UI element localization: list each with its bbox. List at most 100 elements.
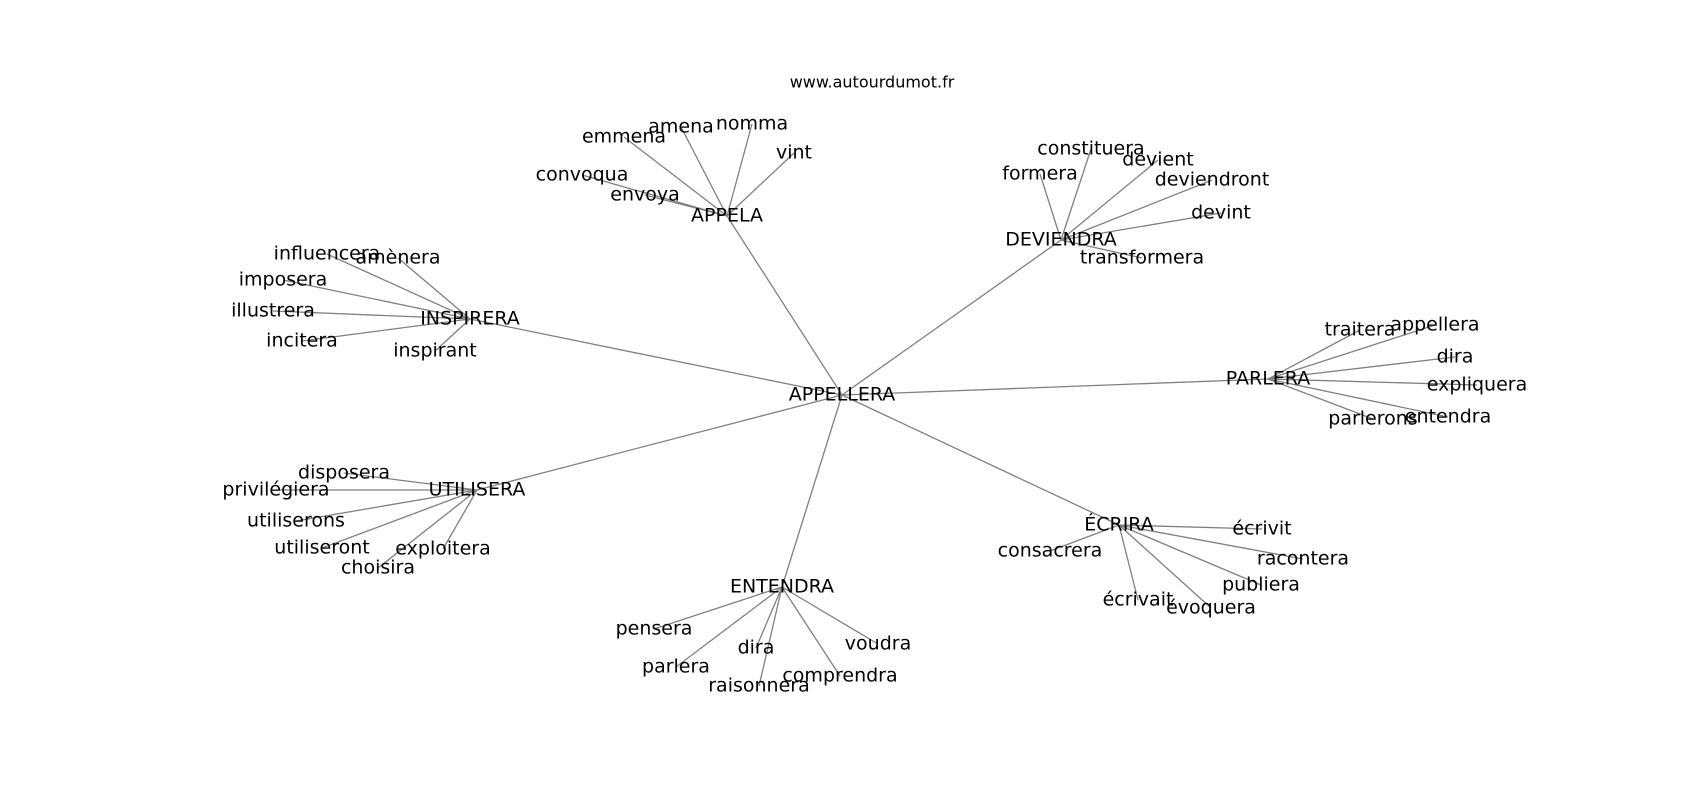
edge-appellera-inspirera bbox=[469, 318, 843, 396]
node-illustrera[interactable]: illustrera bbox=[231, 300, 315, 322]
node-consacrera[interactable]: consacrera bbox=[998, 540, 1103, 562]
node-pensera[interactable]: pensera bbox=[616, 618, 693, 640]
edge-utilisera-exploitera bbox=[442, 489, 478, 550]
node-evoquera[interactable]: évoquera bbox=[1166, 597, 1256, 619]
node-publiera[interactable]: publiera bbox=[1222, 574, 1300, 596]
node-imposera[interactable]: imposera bbox=[239, 269, 328, 291]
edge-parlera-hub-parlerons bbox=[1267, 378, 1374, 420]
node-convoqua[interactable]: convoqua bbox=[536, 164, 629, 186]
node-ecrivit[interactable]: écrivit bbox=[1232, 518, 1291, 540]
edge-deviendra-formera bbox=[1039, 173, 1062, 241]
node-ecrivait[interactable]: écrivait bbox=[1103, 589, 1174, 611]
node-disposera[interactable]: disposera bbox=[298, 462, 390, 484]
node-dira-parlera[interactable]: dira bbox=[1437, 346, 1474, 368]
node-expliquera[interactable]: expliquera bbox=[1427, 374, 1527, 396]
node-choisira[interactable]: choisira bbox=[341, 557, 415, 579]
node-appellera-leaf[interactable]: appellera bbox=[1390, 314, 1479, 336]
edge-appela-emmena bbox=[623, 136, 728, 217]
edge-appela-envoya bbox=[644, 194, 728, 217]
source-url[interactable]: www.autourdumot.fr bbox=[790, 73, 955, 92]
node-deviendra[interactable]: DEVIENDRA bbox=[1005, 229, 1117, 251]
edge-appellera-utilisera bbox=[476, 394, 843, 491]
edge-ecrira-consacrera bbox=[1049, 524, 1120, 552]
edge-inspirera-influencera bbox=[326, 253, 471, 320]
edge-parlera-hub-traitera bbox=[1267, 329, 1361, 380]
node-parlera-hub[interactable]: PARLERA bbox=[1226, 368, 1310, 390]
edge-ecrira-evoquera bbox=[1118, 524, 1212, 609]
node-parlerons[interactable]: parlerons bbox=[1328, 408, 1417, 430]
edge-ecrira-ecrivait bbox=[1118, 524, 1139, 601]
node-ecrira[interactable]: ÉCRIRA bbox=[1084, 513, 1154, 536]
node-influencera[interactable]: influencera bbox=[274, 243, 381, 265]
edge-entendra-hub-comprendra bbox=[781, 586, 841, 677]
node-voudra[interactable]: voudra bbox=[845, 633, 911, 655]
node-amenera[interactable]: amènera bbox=[355, 247, 440, 269]
edge-ecrira-publiera bbox=[1118, 524, 1262, 586]
edge-deviendra-constituera bbox=[1060, 148, 1092, 241]
edge-parlera-hub-entendra-leaf bbox=[1267, 378, 1449, 418]
edge-appela-amena bbox=[680, 126, 728, 217]
edge-inspirera-illustrera bbox=[272, 310, 471, 320]
edge-deviendra-transformera bbox=[1060, 239, 1143, 259]
node-devint[interactable]: devint bbox=[1191, 202, 1251, 224]
edge-entendra-hub-parlera-leaf bbox=[675, 586, 783, 668]
node-racontera[interactable]: racontera bbox=[1257, 548, 1349, 570]
edge-appellera-parlera-hub bbox=[841, 378, 1269, 396]
node-deviendront[interactable]: deviendront bbox=[1155, 169, 1270, 191]
edge-deviendra-devint bbox=[1060, 212, 1222, 241]
edge-entendra-hub-pensera bbox=[653, 586, 783, 630]
edge-appela-vint bbox=[726, 152, 795, 217]
node-utiliserons[interactable]: utiliserons bbox=[247, 510, 345, 532]
node-devient[interactable]: devient bbox=[1122, 149, 1193, 171]
edge-parlera-hub-appellera-leaf bbox=[1267, 324, 1436, 380]
edge-entendra-hub-raisonnera bbox=[758, 586, 783, 687]
edge-deviendra-devient bbox=[1060, 159, 1159, 241]
node-comprendra[interactable]: comprendra bbox=[782, 665, 897, 687]
node-utiliseront[interactable]: utiliseront bbox=[274, 537, 369, 559]
node-vint[interactable]: vint bbox=[776, 142, 812, 164]
edge-utilisera-utiliserons bbox=[295, 489, 478, 522]
graph-edges bbox=[272, 123, 1478, 687]
edge-inspirera-imposera bbox=[282, 279, 471, 320]
edge-parlera-hub-expliquera bbox=[1267, 378, 1478, 386]
edge-inspirera-inspirant bbox=[434, 318, 471, 352]
node-entendra-hub[interactable]: ENTENDRA bbox=[730, 576, 834, 598]
node-envoya[interactable]: envoya bbox=[610, 184, 680, 206]
node-nomma[interactable]: nomma bbox=[716, 113, 788, 135]
node-dira-entendra[interactable]: dira bbox=[738, 637, 775, 659]
edge-inspirera-amenera bbox=[397, 257, 471, 320]
edge-appellera-appela bbox=[726, 215, 843, 396]
node-entendra-leaf[interactable]: entendra bbox=[1405, 406, 1491, 428]
node-transformera[interactable]: transformera bbox=[1080, 247, 1204, 269]
node-privilegiera[interactable]: privilégiera bbox=[222, 479, 329, 501]
edge-utilisera-utiliseront bbox=[321, 489, 478, 549]
edge-appellera-entendra-hub bbox=[781, 394, 843, 588]
node-formera[interactable]: formera bbox=[1002, 163, 1077, 185]
edge-appela-nomma bbox=[726, 123, 753, 217]
node-amena[interactable]: amena bbox=[648, 116, 714, 138]
edge-utilisera-choisira bbox=[377, 489, 478, 569]
node-inspirant[interactable]: inspirant bbox=[393, 340, 477, 362]
node-raisonnera[interactable]: raisonnera bbox=[708, 675, 810, 697]
node-traitera[interactable]: traitera bbox=[1325, 319, 1396, 341]
node-incitera[interactable]: incitera bbox=[266, 330, 338, 352]
edge-ecrira-ecrivit bbox=[1118, 524, 1263, 530]
edge-utilisera-disposera bbox=[343, 472, 478, 491]
node-constituera[interactable]: constituera bbox=[1037, 138, 1144, 160]
edge-parlera-hub-dira-parlera bbox=[1267, 356, 1456, 380]
node-inspirera[interactable]: INSPIRERA bbox=[420, 308, 520, 330]
edge-appellera-ecrira bbox=[841, 394, 1120, 526]
node-emmena[interactable]: emmena bbox=[582, 126, 666, 148]
edge-appellera-deviendra bbox=[841, 239, 1062, 396]
node-appela[interactable]: APPELA bbox=[691, 205, 763, 227]
edge-inspirera-incitera bbox=[301, 318, 471, 342]
node-appellera[interactable]: APPELLERA bbox=[789, 384, 896, 406]
node-parlera-leaf[interactable]: parlera bbox=[642, 656, 710, 678]
edge-entendra-hub-dira-entendra bbox=[755, 586, 783, 649]
edge-ecrira-racontera bbox=[1118, 524, 1304, 560]
edge-deviendra-deviendront bbox=[1060, 179, 1213, 241]
node-exploitera[interactable]: exploitera bbox=[395, 538, 490, 560]
node-utilisera[interactable]: UTILISERA bbox=[429, 479, 526, 501]
